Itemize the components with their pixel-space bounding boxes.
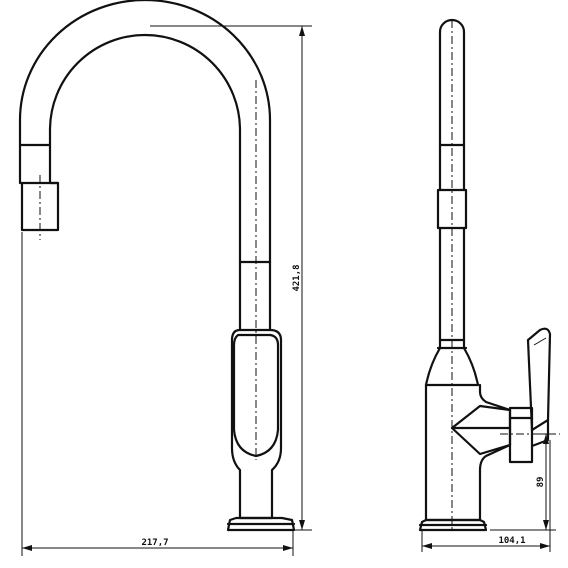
handle-height-label: 89 bbox=[536, 477, 546, 488]
side-pipe-bottom bbox=[438, 226, 466, 342]
side-handle-block bbox=[508, 406, 534, 464]
spout-nozzle bbox=[18, 143, 60, 232]
side-body bbox=[424, 383, 512, 522]
side-sleeve bbox=[436, 188, 468, 230]
side-depth-dimension: 104,1 bbox=[421, 440, 551, 552]
total-height-label: 421,8 bbox=[292, 264, 302, 291]
front-width-label: 217,7 bbox=[141, 538, 168, 548]
total-height-dimension: 421,8 bbox=[150, 25, 312, 531]
side-spindle bbox=[450, 404, 512, 456]
riser-tube bbox=[238, 260, 272, 332]
side-body-collar bbox=[424, 338, 480, 387]
spout-outer-curve bbox=[18, 0, 272, 264]
side-lever bbox=[526, 327, 552, 432]
side-depth-label: 104,1 bbox=[498, 536, 525, 546]
front-width-dimension: 217,7 bbox=[21, 232, 294, 556]
front-view bbox=[18, 0, 296, 532]
spout-inner-curve bbox=[48, 33, 242, 264]
side-base bbox=[418, 518, 488, 532]
handle-height-dimension: 89 bbox=[490, 433, 556, 531]
front-lever bbox=[232, 333, 280, 458]
side-view bbox=[418, 18, 560, 532]
